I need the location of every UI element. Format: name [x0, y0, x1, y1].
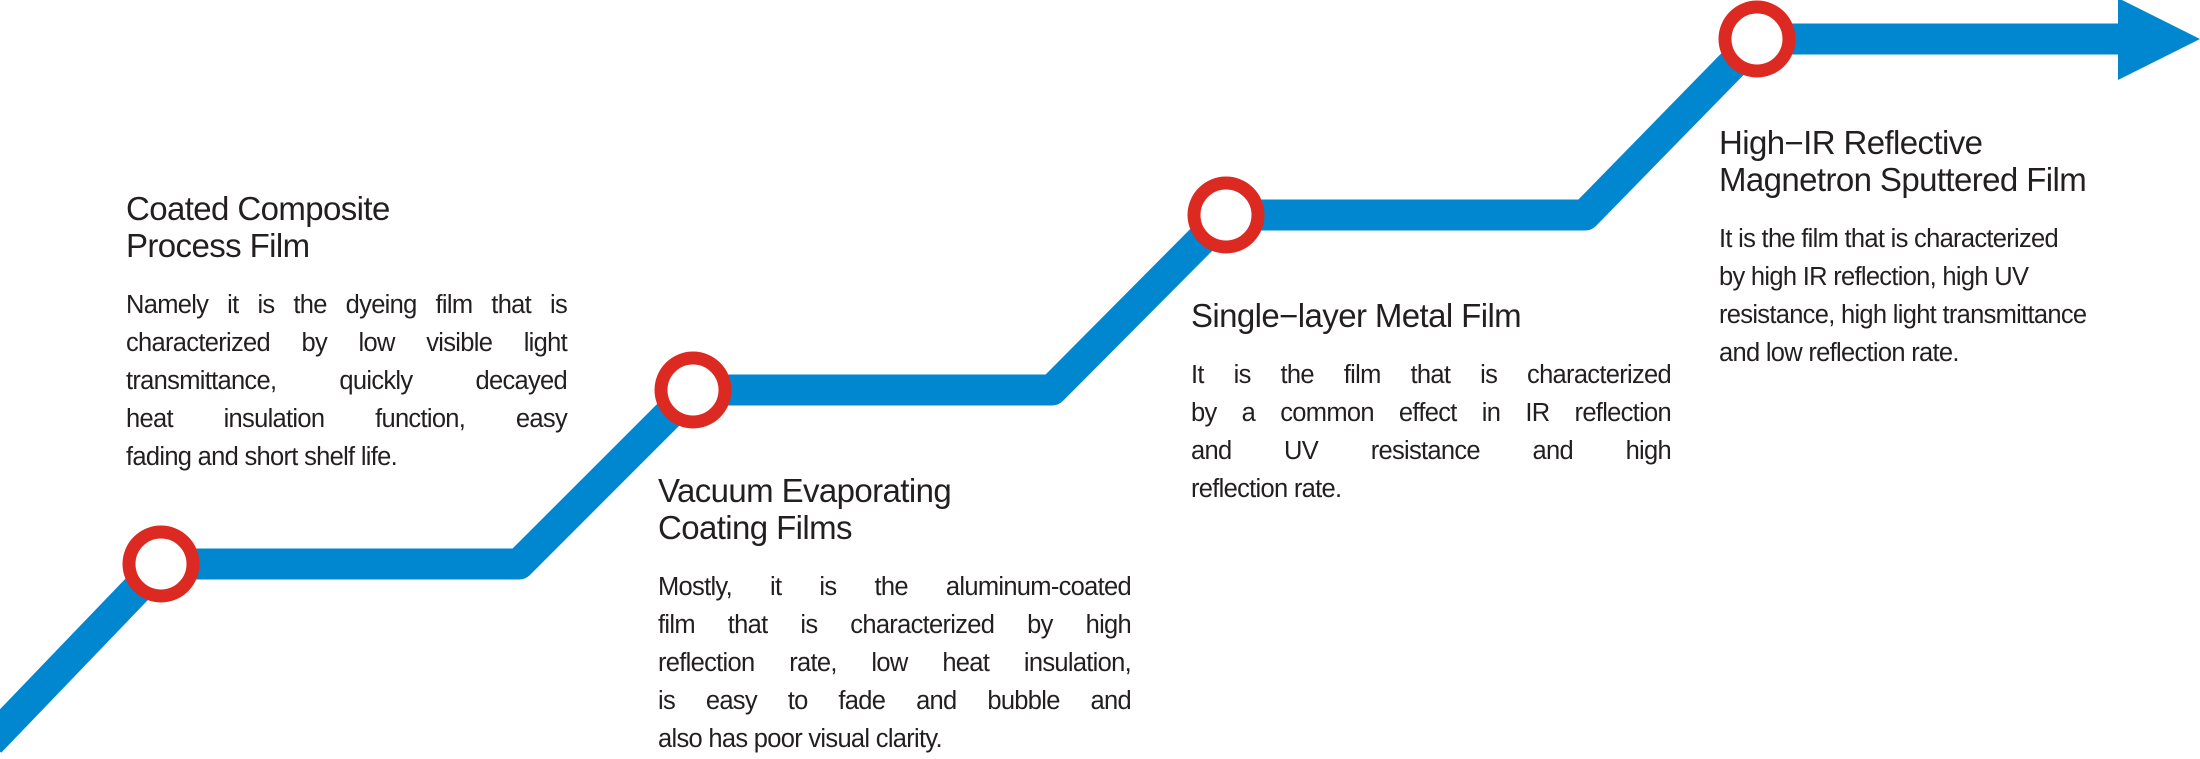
body-line: resistance, high light transmittance	[1719, 301, 2087, 329]
body-line: film that is characterized by high	[658, 611, 1132, 639]
title-line: Vacuum Evaporating	[658, 472, 952, 509]
stage-description: It is the film that is characterized by …	[1719, 220, 2200, 372]
stair-line	[0, 23, 2125, 753]
stage-node-2	[654, 351, 732, 429]
stage-title: Coated Composite Process Film	[126, 190, 567, 264]
body-line: Mostly, it is the aluminum-coated	[658, 573, 1132, 601]
body-line: characterized by low visible light	[126, 329, 568, 357]
stage-high-ir-magnetron: High−IR Reflective Magnetron Sputtered F…	[1719, 124, 2200, 372]
body-line: heat insulation function, easy	[126, 405, 568, 433]
title-line: Process Film	[126, 227, 310, 264]
body-line: also has poor visual clarity.	[658, 725, 943, 753]
title-line: High−IR Reflective	[1719, 124, 1983, 161]
body-line: and UV resistance and high	[1191, 437, 1672, 465]
body-line: by high IR reflection, high UV	[1719, 263, 2029, 291]
body-line: fading and short shelf life.	[126, 443, 398, 471]
stage-single-layer-metal: Single−layer Metal Film It is the film t…	[1191, 297, 1672, 508]
title-line: Coating Films	[658, 509, 853, 546]
stage-node-4	[1718, 0, 1796, 78]
stage-title: High−IR Reflective Magnetron Sputtered F…	[1719, 124, 2200, 198]
body-line: Namely it is the dyeing film that is	[126, 291, 568, 319]
body-line: and low reflection rate.	[1719, 339, 1959, 367]
stage-description: Namely it is the dyeing film that is cha…	[126, 286, 568, 476]
title-line: Single−layer Metal Film	[1191, 297, 1522, 334]
body-line: reflection rate.	[1191, 475, 1342, 503]
body-line: It is the film that is characterized	[1191, 361, 1672, 389]
stage-description: Mostly, it is the aluminum-coated film t…	[658, 568, 1132, 758]
body-line: is easy to fade and bubble and	[658, 687, 1132, 715]
stage-node-3	[1187, 176, 1265, 254]
body-line: by a common effect in IR reflection	[1191, 399, 1672, 427]
stage-title: Vacuum Evaporating Coating Films	[658, 472, 1131, 546]
stage-vacuum-evaporating: Vacuum Evaporating Coating Films Mostly,…	[658, 472, 1132, 758]
stage-title: Single−layer Metal Film	[1191, 297, 1671, 334]
body-line: reflection rate, low heat insulation,	[658, 649, 1132, 677]
stage-node-1	[122, 525, 200, 603]
stage-description: It is the film that is characterized by …	[1191, 356, 1672, 508]
body-line: transmittance, quickly decayed	[126, 367, 568, 395]
arrow-head-icon	[2118, 0, 2200, 80]
stage-coated-composite: Coated Composite Process Film Namely it …	[126, 190, 568, 476]
title-line: Magnetron Sputtered Film	[1719, 161, 2087, 198]
title-line: Coated Composite	[126, 190, 390, 227]
body-line: It is the film that is characterized	[1719, 225, 2059, 253]
